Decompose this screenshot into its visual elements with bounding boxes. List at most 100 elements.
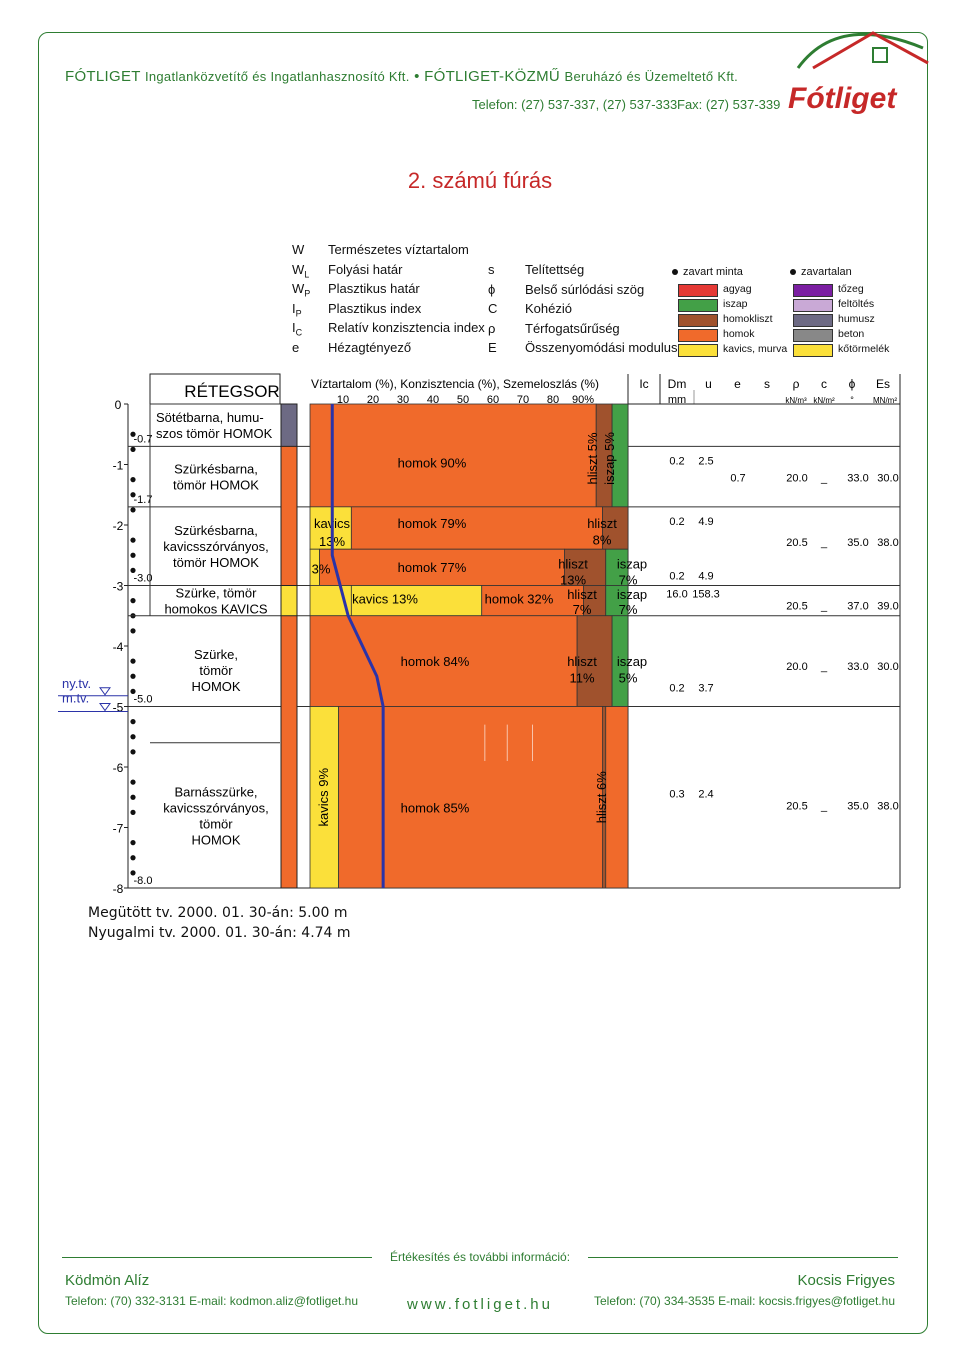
legend-swatch [793,344,833,357]
legend-symbol-label: Telítettség [525,262,585,277]
param-dm: 16.0 [666,589,687,601]
param-c: _ [820,472,828,484]
grain-label: hliszt [558,557,588,572]
sample-dot [130,673,136,679]
legend-swatch [793,299,833,312]
sample-dot [130,552,136,558]
header-fax: Fax: (27) 537-339 [677,97,781,112]
param-phi: 33.0 [847,472,868,484]
grain-label: 11% [569,670,594,685]
param-es: 38.0 [877,537,898,549]
unit-phi: ° [850,395,854,405]
sample-dot [130,840,136,846]
band-homok [338,706,629,889]
layer-description: HOMOK [191,679,240,694]
param-es: 39.0 [877,601,898,613]
legend-swatch [678,329,718,342]
layer-description: tömör [199,816,233,831]
param-c: _ [820,800,828,812]
grain-label: 7% [619,572,638,587]
retegsor-title: RÉTEGSOR [184,382,279,401]
grain-label: hliszt [567,587,597,602]
unit-c: kN/m² [813,396,835,405]
legend-swatch-label: feltöltés [838,298,875,310]
layer-description: Barnásszürke, [174,784,257,799]
param-dm: 0.2 [669,570,684,582]
band-homok [481,585,584,617]
depth-tick: -5 [113,701,124,715]
grain-label: 7% [573,602,592,617]
param-dm: 0.3 [669,788,684,800]
footer-website[interactable]: www.fotliget.hu [407,1296,553,1313]
legend-symbol: IC [292,320,303,338]
legend-swatch [793,314,833,327]
layer-description: Szürke, tömör [176,586,258,601]
param-phi: 33.0 [847,661,868,673]
footer-right-name: Kocsis Frigyes [797,1272,895,1289]
grain-label: hliszt [567,654,597,669]
fotliget-logo: Fótliget [788,31,929,115]
param-u: 2.5 [698,456,713,468]
band-hliszt [576,615,613,707]
param-es: 30.0 [877,661,898,673]
legend-swatch [793,284,833,297]
legend-symbol: E [488,340,497,355]
legend-symbol: W [292,242,305,257]
depth-tick: 0 [115,398,122,412]
param-es: 30.0 [877,472,898,484]
footer-right-contact[interactable]: Telefon: (70) 334-3535 E-mail: kocsis.fr… [594,1294,895,1308]
layer-description: szos tömör HOMOK [156,426,273,441]
sample-dot [130,477,136,483]
legend-symbol: s [488,262,495,277]
sample-dot [130,688,136,694]
depth-tick: -2 [113,519,124,533]
unit-rho: kN/m³ [785,396,807,405]
band-kavics [309,506,352,550]
layer-boundary-depth: -3.0 [134,573,153,585]
grain-label: iszap [617,654,647,669]
legend-swatch-label: kőtörmelék [838,343,890,355]
sample-dot [130,628,136,634]
layer-description: tömör HOMOK [173,478,259,493]
footer-left-name: Ködmön Alíz [65,1272,150,1289]
param-header: u [705,377,712,391]
water-content-header: Víztartalom (%), Konzisztencia (%), Szem… [311,377,599,391]
sample-dot [130,431,136,437]
sample-dot [130,492,136,498]
layer-boundary-depth: -8.0 [134,875,153,887]
legend-symbol-label: Összenyomódási modulus [525,340,678,355]
grain-label: homok 85% [401,800,470,815]
legend-symbol-label: Hézagtényező [328,339,412,355]
page-frame [38,32,928,1334]
sample-dot [130,870,136,876]
legend-swatch-label: homok [723,328,755,340]
legend-symbol: WP [292,281,311,299]
unit-dm: mm [668,394,686,406]
grain-label: 13% [560,572,586,587]
layer-description: HOMOK [191,832,240,847]
param-u: 158.3 [692,589,720,601]
grain-label: homok 90% [398,456,467,471]
layer-description: Szürkésbarna, [174,462,258,477]
layer-boundary-depth: -0.7 [134,433,153,445]
param-u: 4.9 [698,516,713,528]
legend-swatch-label: homokliszt [723,313,773,325]
legend-swatch [678,344,718,357]
scale-tick: 20 [367,394,379,406]
svg-text:Fótliget: Fótliget [788,82,898,115]
param-e: 0.7 [730,472,745,484]
legend-swatch [678,284,718,297]
param-header: e [734,377,741,391]
sample-dot [130,537,136,543]
water-level-struck-label: m.tv. [62,691,89,706]
param-phi: 35.0 [847,800,868,812]
footer-left-contact[interactable]: Telefon: (70) 332-3131 E-mail: kodmon.al… [65,1294,359,1308]
sample-dot [130,567,136,573]
param-u: 2.4 [698,788,713,800]
layer-boundary-depth: -5.0 [134,694,153,706]
scale-tick: 10 [337,394,349,406]
param-header: ρ [793,377,800,391]
legend-undisturbed-title: zavartalan [790,266,852,278]
legend-swatch-label: iszap [723,298,748,310]
grain-label: homok 77% [398,560,467,575]
